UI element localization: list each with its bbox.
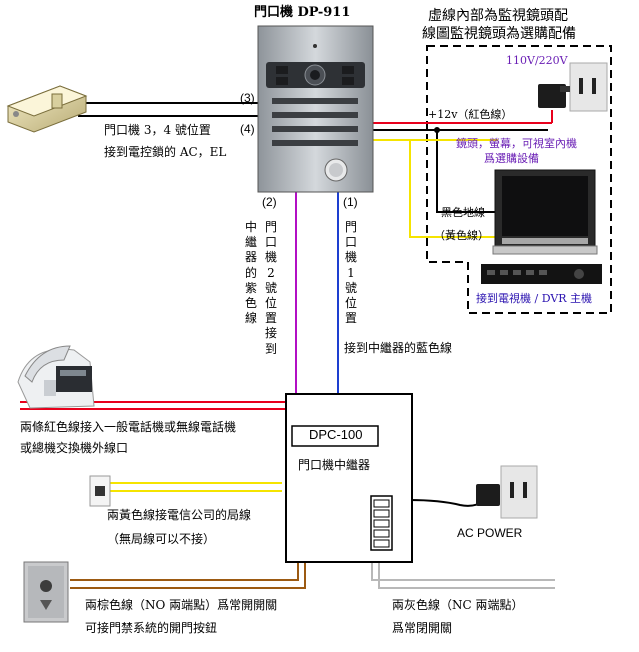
optional-title-line2: 線圖監視鏡頭為選購配備	[422, 26, 576, 42]
telco-note-line1: 兩黃色線接電信公司的局線	[107, 508, 252, 522]
voltage-label: 110V/220V	[506, 54, 568, 67]
lock-note-line2: 接到電控鎖的 AC，EL	[104, 145, 227, 159]
purple-wire-note: 中繼器的紫色線	[244, 220, 257, 326]
gray-wire-2	[378, 562, 555, 589]
yellow-video-wire	[373, 139, 498, 238]
relay-name: 門口機中繼器	[298, 458, 371, 472]
lock-note-line1: 門口機 3，4 號位置	[104, 123, 211, 137]
gray-note-line2: 爲常閉開關	[392, 621, 453, 635]
plus12v-label: +12v（紅色線）	[428, 108, 513, 121]
brown-note-line2: 可接門禁系統的開門按鈕	[85, 621, 218, 635]
optional-note-line1: 鏡頭，螢幕，可視室內機	[456, 137, 577, 150]
wall-jack-image	[89, 475, 111, 507]
blue-wire-note: 接到中繼器的藍色線	[344, 341, 453, 355]
optional-note-line2: 爲選購設備	[484, 152, 539, 165]
brown-note-line1: 兩棕色線（NO 兩端點）爲常開開關	[85, 598, 278, 612]
yellow-wire-label: （黃色線）	[434, 229, 489, 242]
pin-2-label: (2)	[262, 195, 277, 209]
phone-note-line2: 或總機交換機外線口	[20, 441, 129, 455]
tv-monitor-image	[492, 169, 598, 255]
doorphone-title: 門口機 DP-911	[254, 5, 351, 20]
telco-note-line2: （無局線可以不接）	[107, 532, 216, 546]
dvr-image	[481, 264, 602, 284]
doorphone-panel	[257, 25, 374, 193]
telephone-image	[17, 345, 95, 409]
ac-outlet-image	[476, 465, 538, 519]
electric-lock-image	[6, 85, 88, 133]
ac-power-label: AC POWER	[457, 526, 523, 540]
brown-wire-2	[70, 562, 306, 589]
relay-box	[285, 393, 413, 563]
relay-model: DPC-100	[309, 427, 363, 442]
pin-1-label: (1)	[343, 195, 358, 209]
gray-wire-1	[371, 562, 555, 581]
pos2-note: 門口機2號位置接到	[264, 220, 277, 356]
pin-3-label: (3)	[240, 91, 255, 105]
gray-note-line1: 兩灰色線（NC 兩端點）	[392, 598, 524, 612]
optional-title-line1: 虛線內部為監視鏡頭配	[428, 8, 568, 24]
phone-note-line1: 兩條紅色線接入一般電話機或無線電話機	[20, 420, 237, 434]
pos1-note: 門口機1號位置	[344, 220, 357, 326]
exit-button-image	[23, 561, 69, 623]
power-adapter-image	[538, 62, 608, 112]
pin-4-label: (4)	[240, 122, 255, 136]
optional-dashed-box	[426, 45, 612, 314]
black-ground-label: 黑色地線	[441, 206, 485, 219]
tv-dvr-label: 接到電視機 / DVR 主機	[476, 292, 593, 305]
brown-wire-1	[70, 562, 299, 581]
